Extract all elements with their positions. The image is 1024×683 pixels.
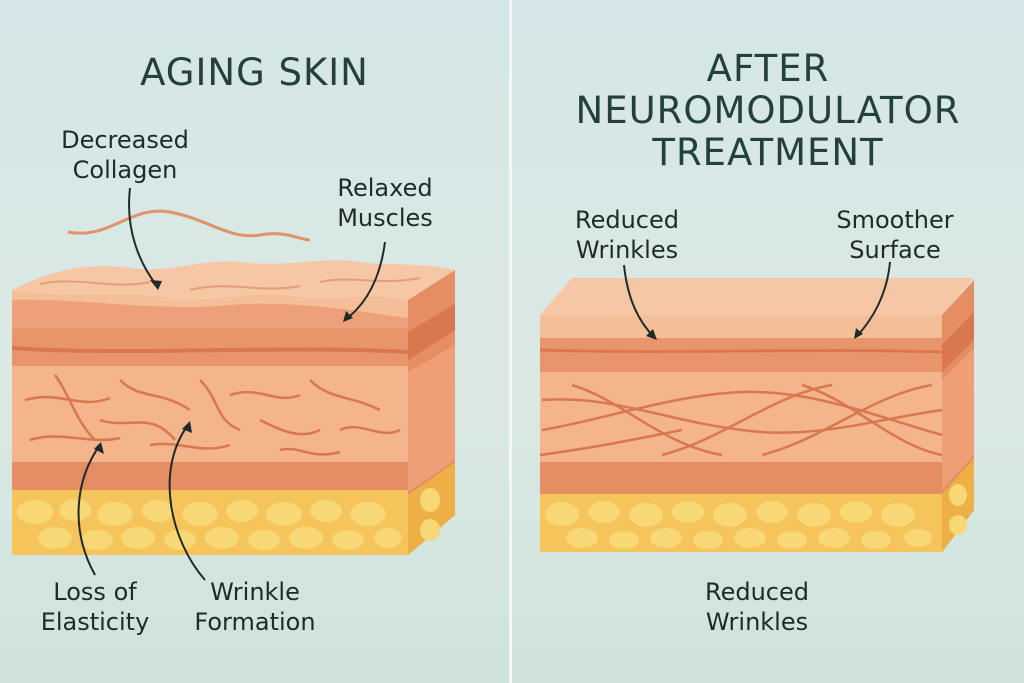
dermis-layer bbox=[540, 372, 942, 464]
label-line: Surface bbox=[849, 236, 941, 264]
label-reduced-wrinkles-bottom: Reduced Wrinkles bbox=[682, 577, 832, 637]
label-line: Loss of bbox=[53, 578, 137, 606]
treated-skin-illustration bbox=[539, 261, 974, 552]
label-line: Muscles bbox=[337, 204, 433, 232]
label-smoother-surface: Smoother Surface bbox=[820, 205, 970, 265]
arrow-reduced-wrinkles bbox=[623, 264, 655, 338]
label-line: Elasticity bbox=[40, 608, 150, 636]
skin-band-line bbox=[539, 348, 943, 354]
arrow-heads bbox=[94, 280, 353, 454]
aging-skin-panel: AGING SKIN Decreased Collagen Relaxed Mu… bbox=[0, 0, 509, 683]
callout-arrows bbox=[77, 187, 386, 581]
aging-skin-illustration bbox=[11, 187, 455, 581]
skin-band-upper bbox=[540, 338, 942, 374]
side-dermis bbox=[942, 348, 974, 490]
label-line: Decreased bbox=[61, 126, 189, 154]
lower-skin-band bbox=[12, 462, 408, 494]
label-wrinkle-formation: Wrinkle Formation bbox=[175, 577, 335, 637]
label-line: Formation bbox=[194, 608, 316, 636]
label-line: Wrinkles bbox=[575, 236, 679, 264]
label-relaxed-muscles: Relaxed Muscles bbox=[310, 173, 460, 233]
label-line: Reduced bbox=[574, 206, 679, 234]
arrow-loss-of-elasticity bbox=[77, 444, 101, 576]
title-line: TREATMENT bbox=[652, 131, 884, 174]
label-line: Wrinkles bbox=[705, 608, 809, 636]
fat-cells bbox=[545, 484, 967, 549]
skin-epidermis bbox=[540, 315, 942, 340]
panel-divider bbox=[509, 0, 512, 683]
lower-skin-band bbox=[540, 462, 942, 496]
surface-wrinkle bbox=[319, 277, 421, 283]
skin-band-line bbox=[11, 346, 409, 354]
side-band-1 bbox=[942, 312, 974, 372]
label-loss-of-elasticity: Loss of Elasticity bbox=[20, 577, 170, 637]
side-dermis bbox=[408, 345, 455, 492]
title-line: AFTER bbox=[706, 47, 830, 90]
arrow-heads bbox=[646, 328, 863, 340]
surface-wrinkle bbox=[189, 285, 301, 291]
after-treatment-title: AFTER NEUROMODULATOR TREATMENT bbox=[512, 48, 1024, 174]
organized-collagen-fibers bbox=[539, 383, 943, 457]
skin-block-top bbox=[540, 278, 974, 315]
side-band-1 bbox=[408, 304, 455, 360]
arrow-relaxed-muscles bbox=[344, 241, 386, 321]
callout-arrows bbox=[623, 261, 891, 338]
after-treatment-panel: AFTER NEUROMODULATOR TREATMENT Reduced W… bbox=[512, 0, 1024, 683]
label-line: Relaxed bbox=[337, 174, 433, 202]
label-line: Wrinkle bbox=[210, 578, 300, 606]
arrow-decreased-collagen bbox=[128, 187, 159, 288]
label-reduced-wrinkles-top: Reduced Wrinkles bbox=[552, 205, 702, 265]
label-line: Reduced bbox=[704, 578, 809, 606]
arrow-wrinkle-formation bbox=[168, 424, 206, 581]
skin-block-top bbox=[12, 260, 455, 300]
label-line: Smoother bbox=[836, 206, 954, 234]
title-line: NEUROMODULATOR bbox=[575, 89, 961, 132]
label-line: Collagen bbox=[72, 156, 178, 184]
label-decreased-collagen: Decreased Collagen bbox=[40, 125, 210, 185]
arrow-smoother-surface bbox=[856, 261, 891, 337]
surface-wrinkle bbox=[39, 280, 151, 286]
loose-collagen-strand bbox=[67, 209, 311, 242]
fat-cells bbox=[17, 488, 440, 550]
tangled-collagen-fibers bbox=[24, 374, 401, 456]
aging-skin-title: AGING SKIN bbox=[140, 51, 369, 94]
